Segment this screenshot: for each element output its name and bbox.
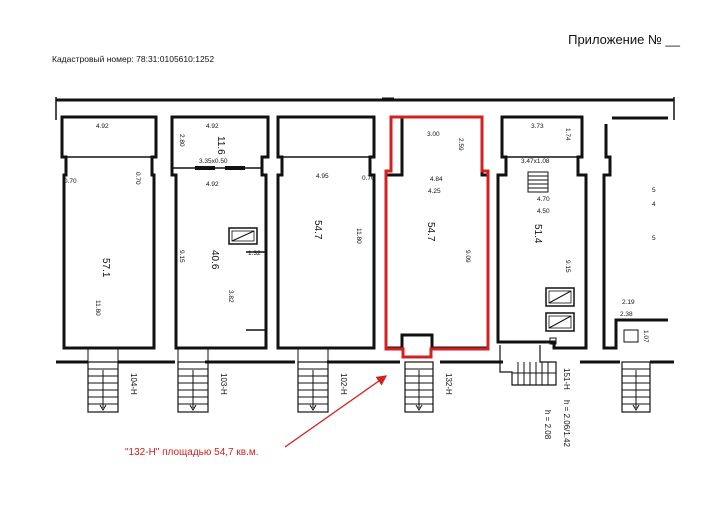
- unit-partial-right: 2.19 2.38 1.07 5 4 5: [602, 116, 668, 413]
- area-102: 54.7: [312, 220, 323, 240]
- dim-102-width: 4.95: [316, 173, 329, 180]
- dim-151-upper-width: 4.70: [537, 196, 550, 203]
- stairs-right: [621, 361, 651, 413]
- dim-103-width: 4.92: [206, 123, 219, 130]
- dim-151-side: 1.74: [564, 128, 571, 141]
- area-103-upper: 11.6: [215, 136, 226, 155]
- dim-132-lower-width: 4.25: [428, 188, 441, 195]
- stairs-102: [297, 348, 329, 413]
- unit-132-highlight: [384, 115, 490, 359]
- callout-label: "132-Н" площадью 54,7 кв.м.: [125, 447, 259, 458]
- dim-right-e: 4: [652, 201, 656, 208]
- unit-132: 3.00 2.59 4.84 4.25 9.09 54.7 132-Н: [384, 115, 490, 413]
- unit-103: 4.92 2.80 3.35x0.50 4.92 9.15 1.32 3.82 …: [170, 115, 270, 413]
- dim-132-top: 3.00: [427, 131, 440, 138]
- small-fixture: [623, 329, 639, 343]
- dim-right-a: 2.19: [622, 299, 635, 306]
- unit-151: 3.73 1.74 3.47x1.08 4.70 4.50 9.15 51.4: [496, 115, 588, 447]
- unit-label-104: 104-Н: [129, 373, 138, 395]
- unit-label-132: 132-Н: [444, 373, 453, 395]
- dim-103-ledge: 1.32: [248, 250, 261, 257]
- cadastral-number: Кадастровый номер: 78:31:0105610:1252: [52, 54, 215, 64]
- unit-label-102: 102-Н: [339, 373, 348, 395]
- dim-151-length: 9.15: [564, 260, 571, 273]
- dim-132-side: 2.59: [457, 138, 464, 151]
- area-103: 40.6: [209, 250, 220, 270]
- dim-102-length: 11.80: [355, 228, 362, 244]
- dim-104-wall: 0.70: [134, 172, 141, 185]
- stairs-151: [499, 345, 557, 386]
- dim-103-length: 9.15: [178, 250, 185, 263]
- appendix-number: Приложение № __: [568, 32, 680, 47]
- dim-132-upper-width: 4.84: [430, 176, 443, 183]
- dim-103-inner-width: 4.92: [206, 181, 219, 188]
- dim-right-f: 5: [652, 235, 656, 242]
- dim-103-niche: 3.35x0.50: [199, 158, 228, 165]
- area-132: 54.7: [425, 222, 436, 242]
- dim-103-side: 2.80: [178, 134, 185, 147]
- unit-104: 4.92 0.70 0.70 11.80 57.1 104-Н: [60, 115, 158, 413]
- height-151-a: h = 2.06/1.42: [562, 400, 571, 447]
- dim-104-width: 4.92: [96, 123, 109, 130]
- dim-151-top: 3.73: [531, 123, 544, 130]
- height-151-b: h = 2.08: [543, 410, 552, 440]
- unit-102: 4.95 0.70 11.80 54.7 102-Н: [276, 115, 376, 413]
- stairs-103: [177, 348, 209, 413]
- stairs-104: [87, 348, 119, 413]
- small-fixture: [549, 337, 557, 345]
- callout-arrow: [284, 375, 388, 448]
- dim-right-b: 2.38: [620, 311, 633, 318]
- dim-103-recess: 3.82: [227, 290, 234, 303]
- interior-stairs-151: [527, 171, 549, 193]
- dim-104-corner: 0.70: [64, 178, 77, 185]
- area-104: 57.1: [100, 258, 111, 278]
- stairs-132: [404, 361, 434, 413]
- dim-151-lower-width: 4.50: [537, 208, 550, 215]
- window-icon: [228, 227, 258, 245]
- unit-label-151: 151-Н: [562, 368, 571, 390]
- dim-right-c: 1.07: [642, 330, 649, 343]
- window-icon: [545, 287, 575, 332]
- area-151: 51.4: [532, 224, 543, 244]
- dim-104-length: 11.80: [94, 300, 101, 316]
- unit-label-103: 103-Н: [219, 373, 228, 395]
- dim-right-d: 5: [652, 187, 656, 194]
- dim-102-corner: 0.70: [362, 175, 375, 182]
- building-top-wall: [55, 97, 675, 120]
- dim-132-length: 9.09: [464, 250, 471, 263]
- dim-151-niche: 3.47x1.08: [521, 158, 550, 165]
